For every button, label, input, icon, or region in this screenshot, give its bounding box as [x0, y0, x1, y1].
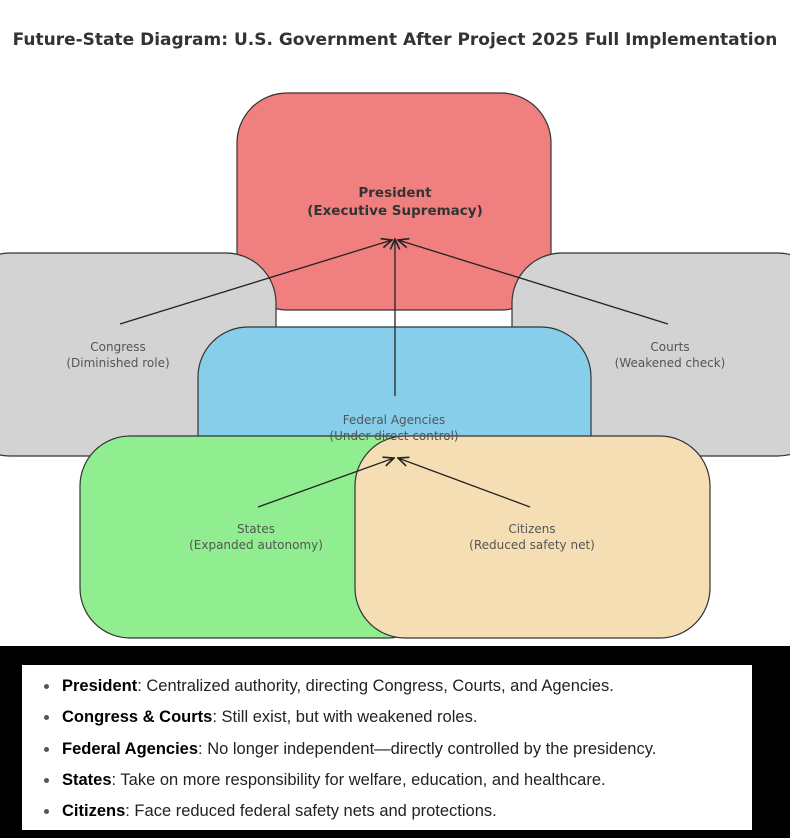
legend-term: Congress & Courts: [62, 708, 213, 727]
arrow-courts-to-president: [398, 240, 669, 325]
diagram-title: Future-State Diagram: U.S. Government Af…: [12, 30, 778, 50]
legend-text: : No longer independent—directly control…: [198, 739, 657, 758]
node-title-congress: Congress: [90, 340, 146, 354]
node-box-citizens: [354, 435, 711, 639]
diagram-area: Future-State Diagram: U.S. Government Af…: [0, 30, 790, 639]
node-subtitle-agencies: (Under direct control): [329, 429, 458, 443]
legend-text: : Centralized authority, directing Congr…: [137, 677, 614, 695]
node-title-states: States: [237, 522, 275, 536]
arrow-congress-to-president: [119, 240, 392, 325]
legend-term: States: [62, 770, 112, 789]
node-title-agencies: Federal Agencies: [343, 413, 445, 427]
legend-term: President: [62, 677, 138, 695]
legend-text: : Face reduced federal safety nets and p…: [125, 802, 497, 821]
arrow-states-to-agencies: [257, 458, 394, 508]
node-box-president: [236, 92, 552, 311]
node-title-citizens: Citizens: [508, 522, 555, 536]
node-subtitle-states: (Expanded autonomy): [189, 538, 323, 552]
legend-text: : Still exist, but with weakened roles.: [212, 708, 478, 727]
legend-item-congress-courts: Congress & Courts: Still exist, but with…: [60, 702, 752, 733]
legend-term: Citizens: [62, 802, 126, 821]
node-title-president: President: [358, 185, 432, 201]
legend-list: President: Centralized authority, direct…: [22, 665, 752, 827]
legend-item-states: States: Take on more responsibility for …: [60, 765, 752, 796]
legend-box: President: Centralized authority, direct…: [22, 665, 752, 830]
node-subtitle-president: (Executive Supremacy): [307, 203, 483, 219]
legend-item-federal-agencies: Federal Agencies: No longer independent—…: [60, 734, 752, 765]
node-subtitle-citizens: (Reduced safety net): [469, 538, 595, 552]
diagram-canvas: President (Executive Supremacy) Congress…: [0, 92, 790, 639]
legend-term: Federal Agencies: [62, 739, 199, 758]
node-subtitle-courts: (Weakened check): [615, 356, 726, 370]
arrow-citizens-to-agencies: [398, 458, 531, 508]
node-subtitle-congress: (Diminished role): [66, 356, 169, 370]
legend-text: : Take on more responsibility for welfar…: [111, 770, 606, 789]
legend-item-president: President: Centralized authority, direct…: [60, 671, 752, 702]
legend-item-citizens: Citizens: Face reduced federal safety ne…: [60, 796, 752, 827]
node-title-courts: Courts: [650, 340, 689, 354]
